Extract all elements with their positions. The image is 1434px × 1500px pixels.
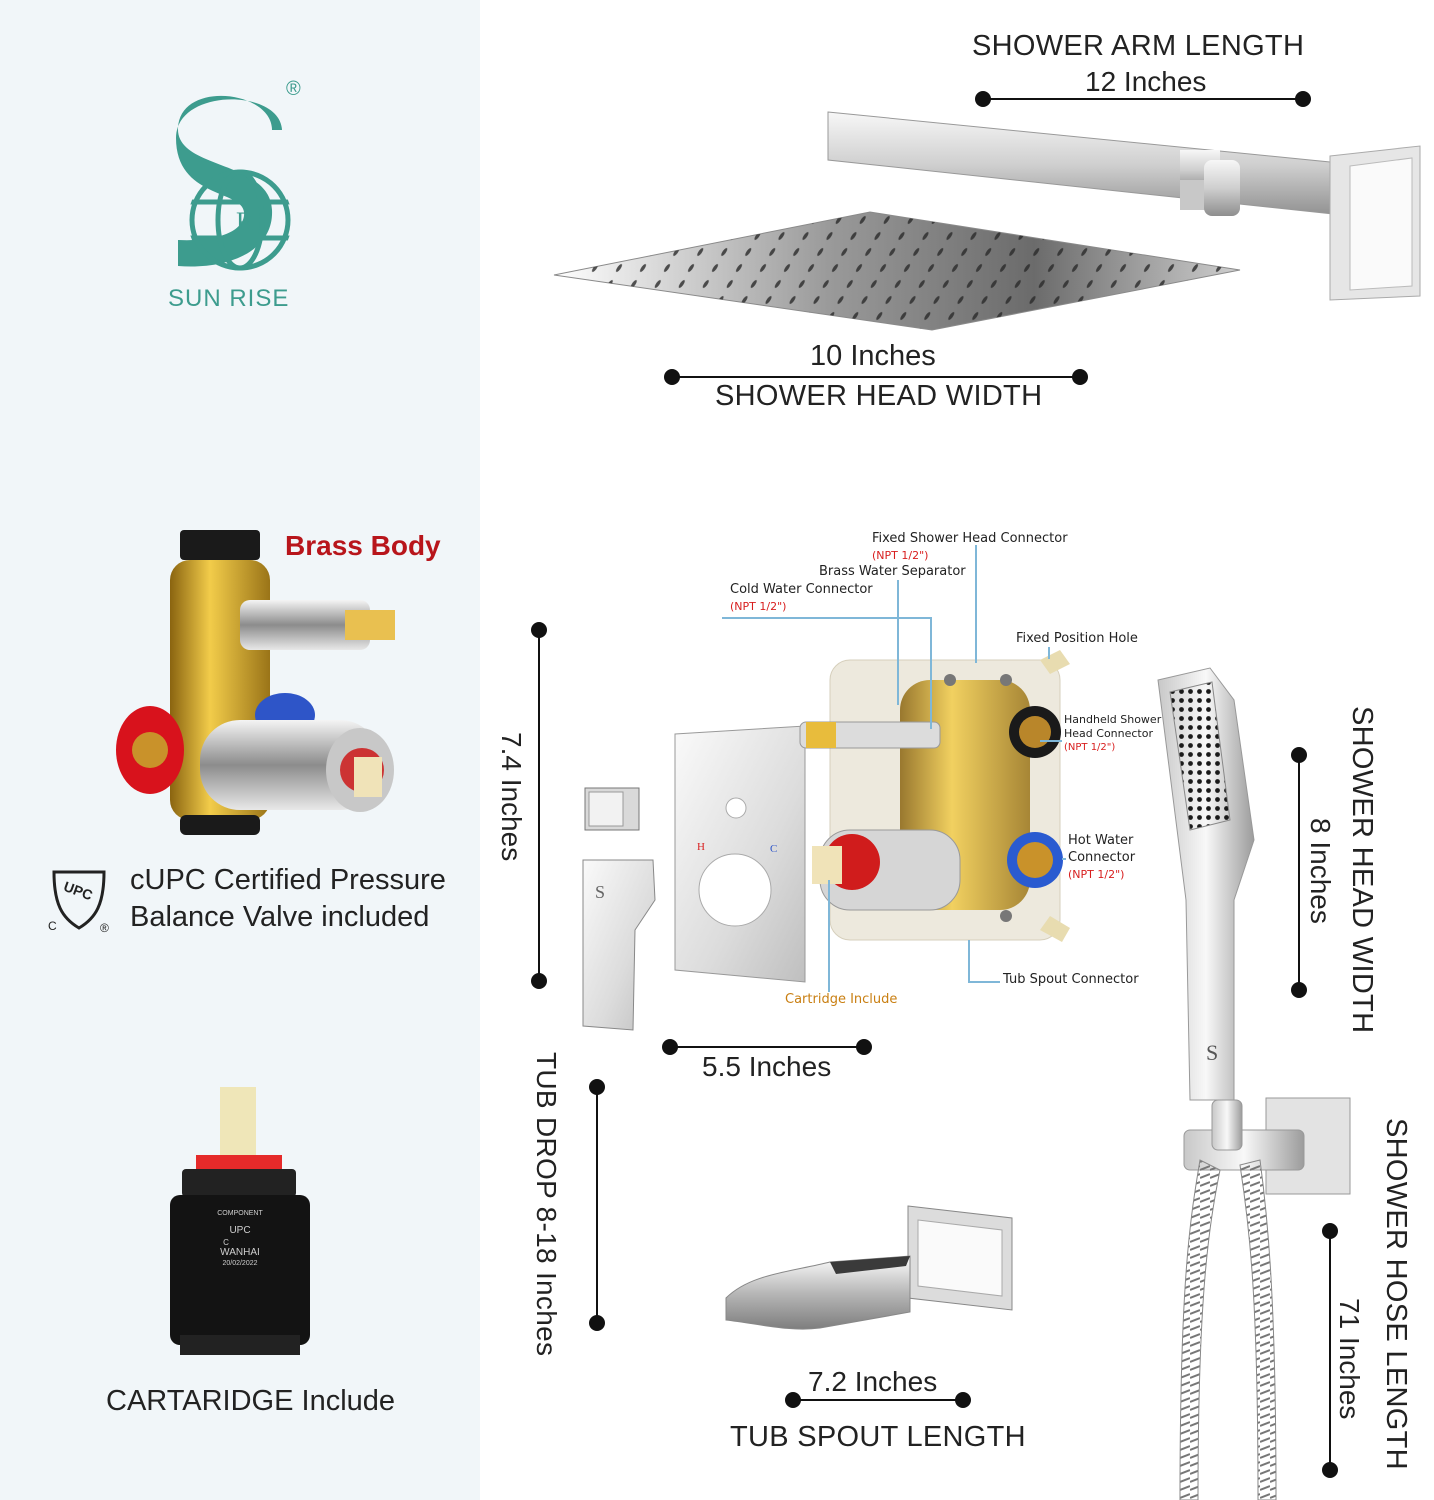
tub-spout-image bbox=[725, 1205, 1013, 1330]
handheld-width-line bbox=[1298, 755, 1300, 989]
svg-text:C: C bbox=[770, 843, 777, 855]
label-hot-1: Hot Water bbox=[1068, 833, 1134, 848]
dim-dot bbox=[856, 1039, 872, 1055]
dim-dot bbox=[975, 91, 991, 107]
shower-head-value: 10 Inches bbox=[810, 340, 936, 372]
svg-text:®: ® bbox=[100, 921, 109, 935]
brass-valve-image bbox=[116, 530, 395, 835]
dim-dot bbox=[1291, 982, 1307, 998]
svg-text:WANHAI: WANHAI bbox=[220, 1247, 260, 1258]
cupc-line-1: cUPC Certified Pressure bbox=[130, 864, 446, 896]
dim-dot bbox=[785, 1392, 801, 1408]
shower-arm-title: SHOWER ARM LENGTH bbox=[972, 30, 1305, 62]
label-handheld-2: Head Connector bbox=[1064, 727, 1153, 740]
shower-arm-dim-line bbox=[983, 98, 1303, 100]
svg-text:UPC: UPC bbox=[229, 1225, 250, 1236]
tub-drop-line bbox=[596, 1087, 598, 1323]
dim-dot bbox=[662, 1039, 678, 1055]
upc-shield-icon: UPC C ® bbox=[48, 870, 109, 935]
svg-text:C: C bbox=[223, 1238, 229, 1247]
registered-mark: ® bbox=[286, 78, 301, 100]
hose-length-line bbox=[1329, 1230, 1331, 1470]
svg-text:S: S bbox=[595, 882, 605, 902]
label-cold-water: Cold Water Connector bbox=[730, 582, 873, 597]
valve-height-value: 7.4 Inches bbox=[496, 732, 527, 862]
label-brass-separator: Brass Water Separator bbox=[819, 564, 966, 579]
valve-width-line bbox=[670, 1046, 864, 1048]
brass-body-label: Brass Body bbox=[285, 530, 441, 561]
label-fixed-head: Fixed Shower Head Connector bbox=[872, 531, 1068, 546]
svg-text:H: H bbox=[697, 841, 705, 853]
leader-line bbox=[968, 981, 1000, 983]
label-handheld-npt: (NPT 1/2") bbox=[1064, 742, 1116, 753]
label-cartridge-include: Cartridge Include bbox=[785, 992, 898, 1007]
rain-shower-head-image bbox=[553, 111, 1421, 331]
svg-text:C: C bbox=[48, 919, 57, 933]
dim-dot bbox=[955, 1392, 971, 1408]
cartridge-label: CARTARIDGE Include bbox=[106, 1385, 396, 1417]
cartridge-image: COMPONENT UPC C WANHAI 20/02/2022 bbox=[170, 1087, 310, 1355]
dim-dot bbox=[589, 1079, 605, 1095]
label-hot-npt: (NPT 1/2") bbox=[1068, 868, 1125, 881]
trim-plate-image: S H C bbox=[582, 725, 806, 1031]
label-hot-2: Connector bbox=[1068, 850, 1136, 865]
svg-text:COMPONENT: COMPONENT bbox=[217, 1210, 263, 1217]
label-handheld-1: Handheld Shower bbox=[1064, 713, 1162, 726]
dim-dot bbox=[589, 1315, 605, 1331]
tub-spout-title: TUB SPOUT LENGTH bbox=[730, 1421, 1026, 1453]
rough-in-valve-image bbox=[799, 650, 1070, 942]
leader-line bbox=[1048, 647, 1050, 659]
shower-head-dim-line bbox=[672, 376, 1080, 378]
shower-head-title: SHOWER HEAD WIDTH bbox=[715, 380, 1043, 412]
leader-line bbox=[968, 940, 970, 982]
leader-line bbox=[722, 617, 932, 619]
handheld-width-value: 8 Inches bbox=[1305, 818, 1336, 924]
valve-height-line bbox=[538, 630, 540, 982]
brand-name: SUN RISE bbox=[168, 285, 290, 312]
leader-line bbox=[828, 880, 830, 992]
label-fixed-head-npt: (NPT 1/2") bbox=[872, 549, 929, 562]
tub-spout-line bbox=[793, 1399, 963, 1401]
svg-text:UPC: UPC bbox=[62, 878, 95, 903]
dim-dot bbox=[531, 622, 547, 638]
tub-spout-value: 7.2 Inches bbox=[808, 1366, 938, 1397]
svg-text:R: R bbox=[236, 207, 254, 236]
leader-line bbox=[1062, 858, 1066, 860]
label-tub-spout-connector: Tub Spout Connector bbox=[1003, 972, 1139, 987]
leader-line bbox=[930, 617, 932, 729]
dim-dot bbox=[1291, 747, 1307, 763]
dim-dot bbox=[1295, 91, 1311, 107]
svg-text:20/02/2022: 20/02/2022 bbox=[222, 1260, 257, 1267]
handheld-shower-image: S bbox=[1157, 667, 1351, 1500]
dim-dot bbox=[1322, 1223, 1338, 1239]
handheld-width-title: SHOWER HEAD WIDTH bbox=[1346, 706, 1378, 1034]
leader-line bbox=[897, 580, 899, 705]
svg-text:S: S bbox=[1206, 1040, 1218, 1065]
dim-dot bbox=[1322, 1462, 1338, 1478]
leader-line bbox=[1040, 740, 1062, 742]
dim-dot bbox=[1072, 369, 1088, 385]
label-fixed-position: Fixed Position Hole bbox=[1016, 631, 1138, 646]
sunrise-logo-icon: R bbox=[176, 95, 291, 271]
dim-dot bbox=[531, 973, 547, 989]
shower-arm-value: 12 Inches bbox=[1085, 66, 1207, 97]
dim-dot bbox=[664, 369, 680, 385]
hose-length-title: SHOWER HOSE LENGTH bbox=[1380, 1118, 1412, 1470]
cupc-line-2: Balance Valve included bbox=[130, 901, 430, 933]
leader-line bbox=[975, 545, 977, 663]
hose-length-value: 71 Inches bbox=[1334, 1298, 1365, 1420]
valve-width-value: 5.5 Inches bbox=[702, 1051, 832, 1082]
label-cold-npt: (NPT 1/2") bbox=[730, 600, 787, 613]
tub-drop-title: TUB DROP 8-18 Inches bbox=[531, 1052, 562, 1357]
